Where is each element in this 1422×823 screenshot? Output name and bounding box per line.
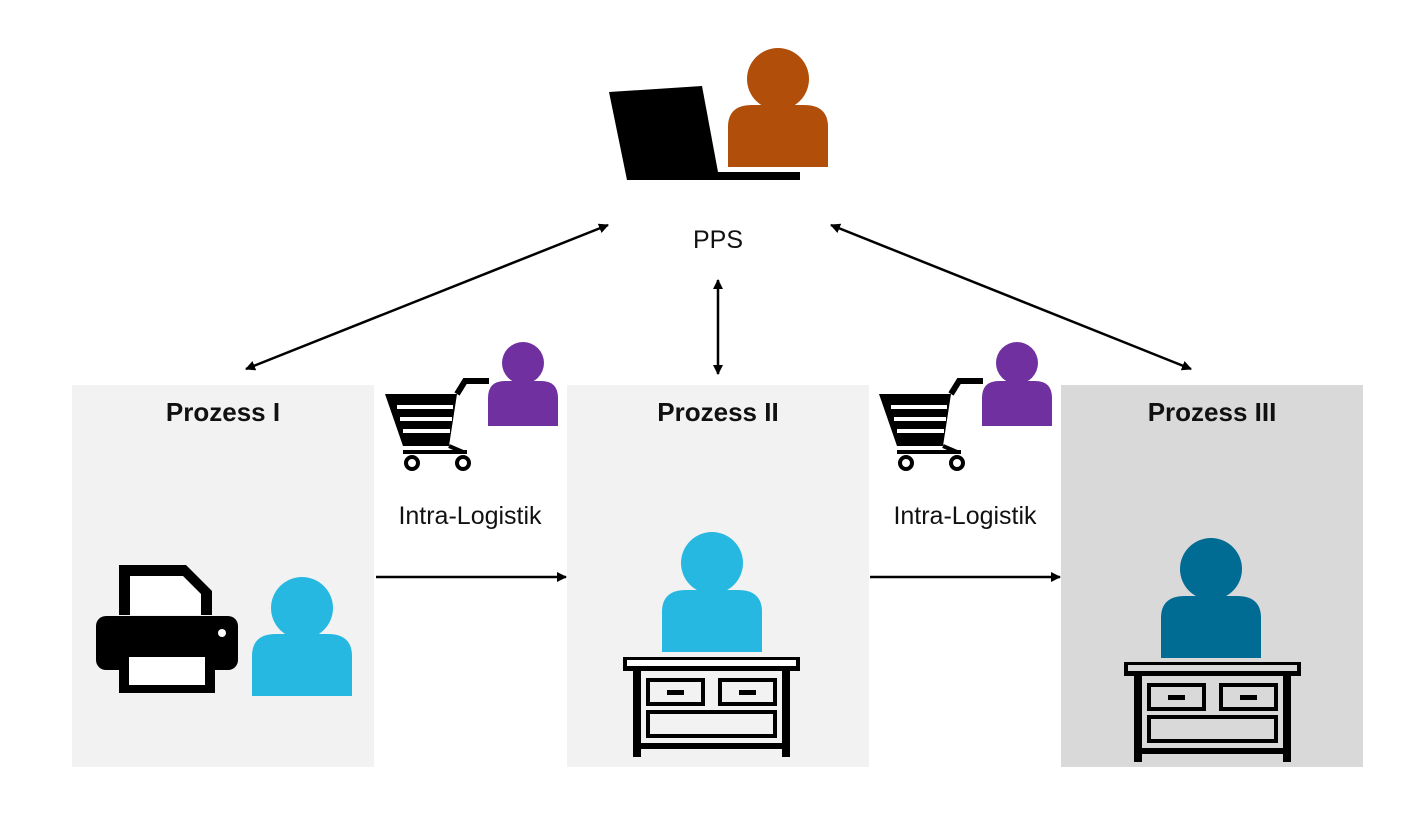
logistics-person-icon xyxy=(488,342,558,426)
worker-person-icon xyxy=(1161,538,1261,658)
worker-person-icon xyxy=(662,532,762,652)
pps-label: PPS xyxy=(693,226,743,254)
arrow-pps-prozess-1 xyxy=(245,223,609,371)
logistics-person-icon xyxy=(982,342,1052,426)
planner-person-icon xyxy=(728,48,828,167)
arrow-pps-prozess-3 xyxy=(830,223,1192,371)
process-title-2: Prozess II xyxy=(657,397,778,427)
shopping-cart-icon xyxy=(385,378,489,471)
process-title-3: Prozess III xyxy=(1148,397,1277,427)
workbench-icon xyxy=(1124,662,1301,762)
laptop-icon xyxy=(609,86,800,180)
logistics-label-1: Intra-Logistik xyxy=(398,502,542,530)
process-title-1: Prozess I xyxy=(166,397,280,427)
logistics-label-2: Intra-Logistik xyxy=(893,502,1037,530)
printer-icon xyxy=(96,565,238,693)
process-box-1 xyxy=(72,385,374,767)
shopping-cart-icon xyxy=(879,378,983,471)
workbench-icon xyxy=(623,657,800,757)
worker-person-icon xyxy=(252,577,352,696)
